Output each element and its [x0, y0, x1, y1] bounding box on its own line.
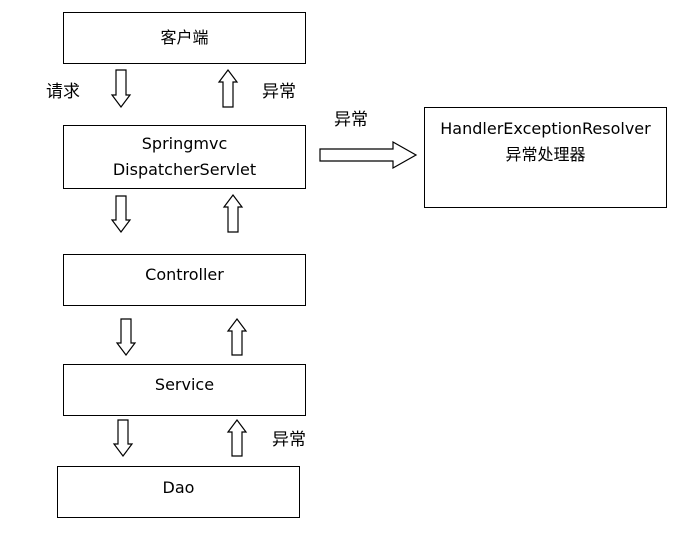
- service-label: Service: [154, 375, 215, 394]
- dao-box: Dao: [57, 466, 300, 518]
- dispatcher-label-line1: Springmvc: [141, 134, 228, 153]
- exception-up-arrow-2: [222, 194, 244, 233]
- exception-label-resolver: 异常: [334, 110, 368, 130]
- request-label: 请求: [46, 82, 80, 102]
- dispatcher-label-line2: DispatcherServlet: [112, 160, 257, 179]
- service-box: Service: [63, 364, 306, 416]
- controller-box: Controller: [63, 254, 306, 306]
- client-label: 客户端: [160, 28, 209, 47]
- request-down-arrow-1: [110, 69, 132, 108]
- client-box: 客户端: [63, 12, 306, 64]
- exception-label-client: 异常: [262, 82, 296, 102]
- request-down-arrow-2: [110, 195, 132, 233]
- exception-up-arrow-1: [217, 69, 239, 108]
- request-down-arrow-4: [112, 419, 134, 457]
- resolver-label-line2: 异常处理器: [505, 145, 586, 164]
- dispatcher-servlet-box: Springmvc DispatcherServlet: [63, 125, 306, 189]
- controller-label: Controller: [145, 265, 224, 284]
- dao-label: Dao: [162, 478, 195, 497]
- request-down-arrow-3: [115, 318, 137, 356]
- exception-right-arrow: [319, 140, 418, 170]
- exception-label-dao: 异常: [272, 430, 306, 450]
- resolver-label-line1: HandlerExceptionResolver: [440, 119, 651, 138]
- exception-up-arrow-3: [226, 318, 248, 356]
- exception-resolver-box: HandlerExceptionResolver 异常处理器: [424, 107, 667, 208]
- exception-up-arrow-4: [226, 419, 248, 457]
